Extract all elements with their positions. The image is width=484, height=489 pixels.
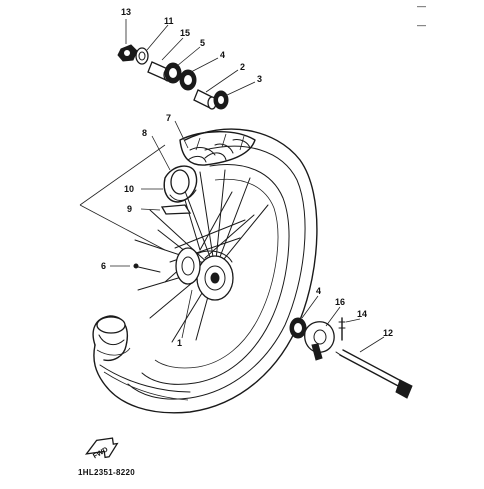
part-number-8: 8 [142,128,147,138]
drawing-code: 1HL2351-8220 [78,468,135,477]
part-number-13: 13 [121,7,131,17]
tube-10-tire-8 [163,165,198,203]
part-number-15: 15 [180,28,190,38]
part-number-7: 7 [166,113,171,123]
bearing-4-right [289,317,307,339]
gear-unit-16 [304,321,335,361]
axle-12 [335,349,413,399]
part-number-16: 16 [335,297,345,307]
bearing-5 [164,62,182,84]
nut-13 [117,44,138,62]
part-number-11: 11 [164,16,174,26]
tire-cutaway [96,316,126,334]
callout-bracket [79,144,166,251]
part-number-5: 5 [200,38,205,48]
tire-tread-section [179,131,256,166]
part-number-14: 14 [357,309,367,319]
part-number-4-right: 4 [316,286,321,296]
part-number-12: 12 [383,328,393,338]
collar-11 [135,47,149,65]
part-number-6: 6 [101,261,106,271]
corner-mark-second: — [417,20,426,30]
fwd-arrow-badge: FWD [84,437,119,460]
seal-3 [213,90,229,110]
pin-14 [338,317,346,341]
wheel-rim-and-tire [92,128,318,414]
spoke-nipple-6 [133,263,161,273]
corner-mark-top: — [417,1,426,11]
part-number-3: 3 [257,74,262,84]
part-number-9: 9 [127,204,132,214]
part-number-2: 2 [240,62,245,72]
leader-lines [110,19,385,353]
part-number-1: 1 [177,338,182,348]
part-number-4-top: 4 [220,50,225,60]
wheel-hub [175,247,234,301]
wheel-spokes [134,169,269,343]
part-number-10: 10 [124,184,134,194]
rim-band-9 [160,204,192,215]
spacer-2 [193,89,217,110]
bearing-4-top [179,69,197,91]
